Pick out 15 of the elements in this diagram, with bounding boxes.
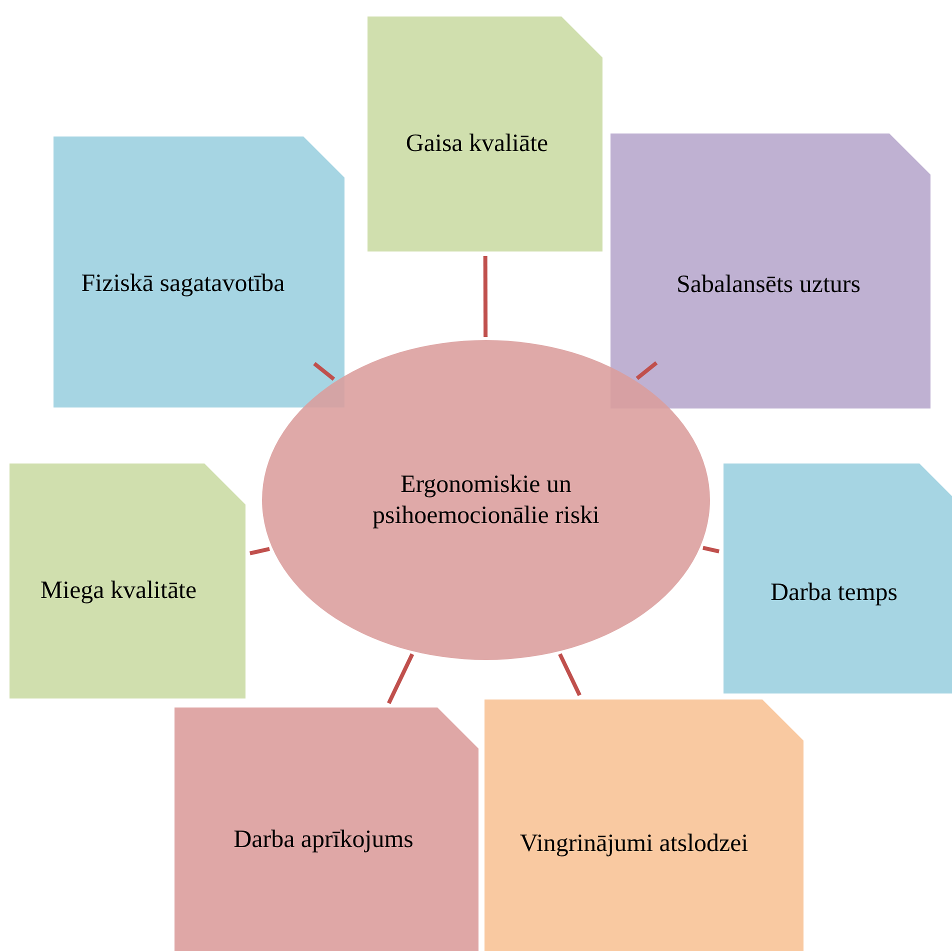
card-label: Gaisa kvaliāte <box>406 129 548 160</box>
card-label: Sabalansēts uzturs <box>676 270 860 300</box>
connector-line <box>386 653 414 704</box>
connector-line <box>558 653 582 696</box>
connector-line <box>483 256 488 337</box>
card-label: Darba temps <box>770 578 898 608</box>
connector-line <box>702 546 720 554</box>
connector-line <box>249 546 270 556</box>
card-label: Darba aprīkojums <box>234 824 414 855</box>
card-label: Miega kvalitāte <box>40 576 197 606</box>
card-label: Fiziskā sagatavotība <box>81 269 285 300</box>
connector-line <box>313 362 336 381</box>
card-label: Vingrinājumi atslodzei <box>520 828 748 859</box>
center-label: Ergonomiskie un psihoemocionālie riski <box>371 470 601 531</box>
connector-line <box>636 361 658 380</box>
